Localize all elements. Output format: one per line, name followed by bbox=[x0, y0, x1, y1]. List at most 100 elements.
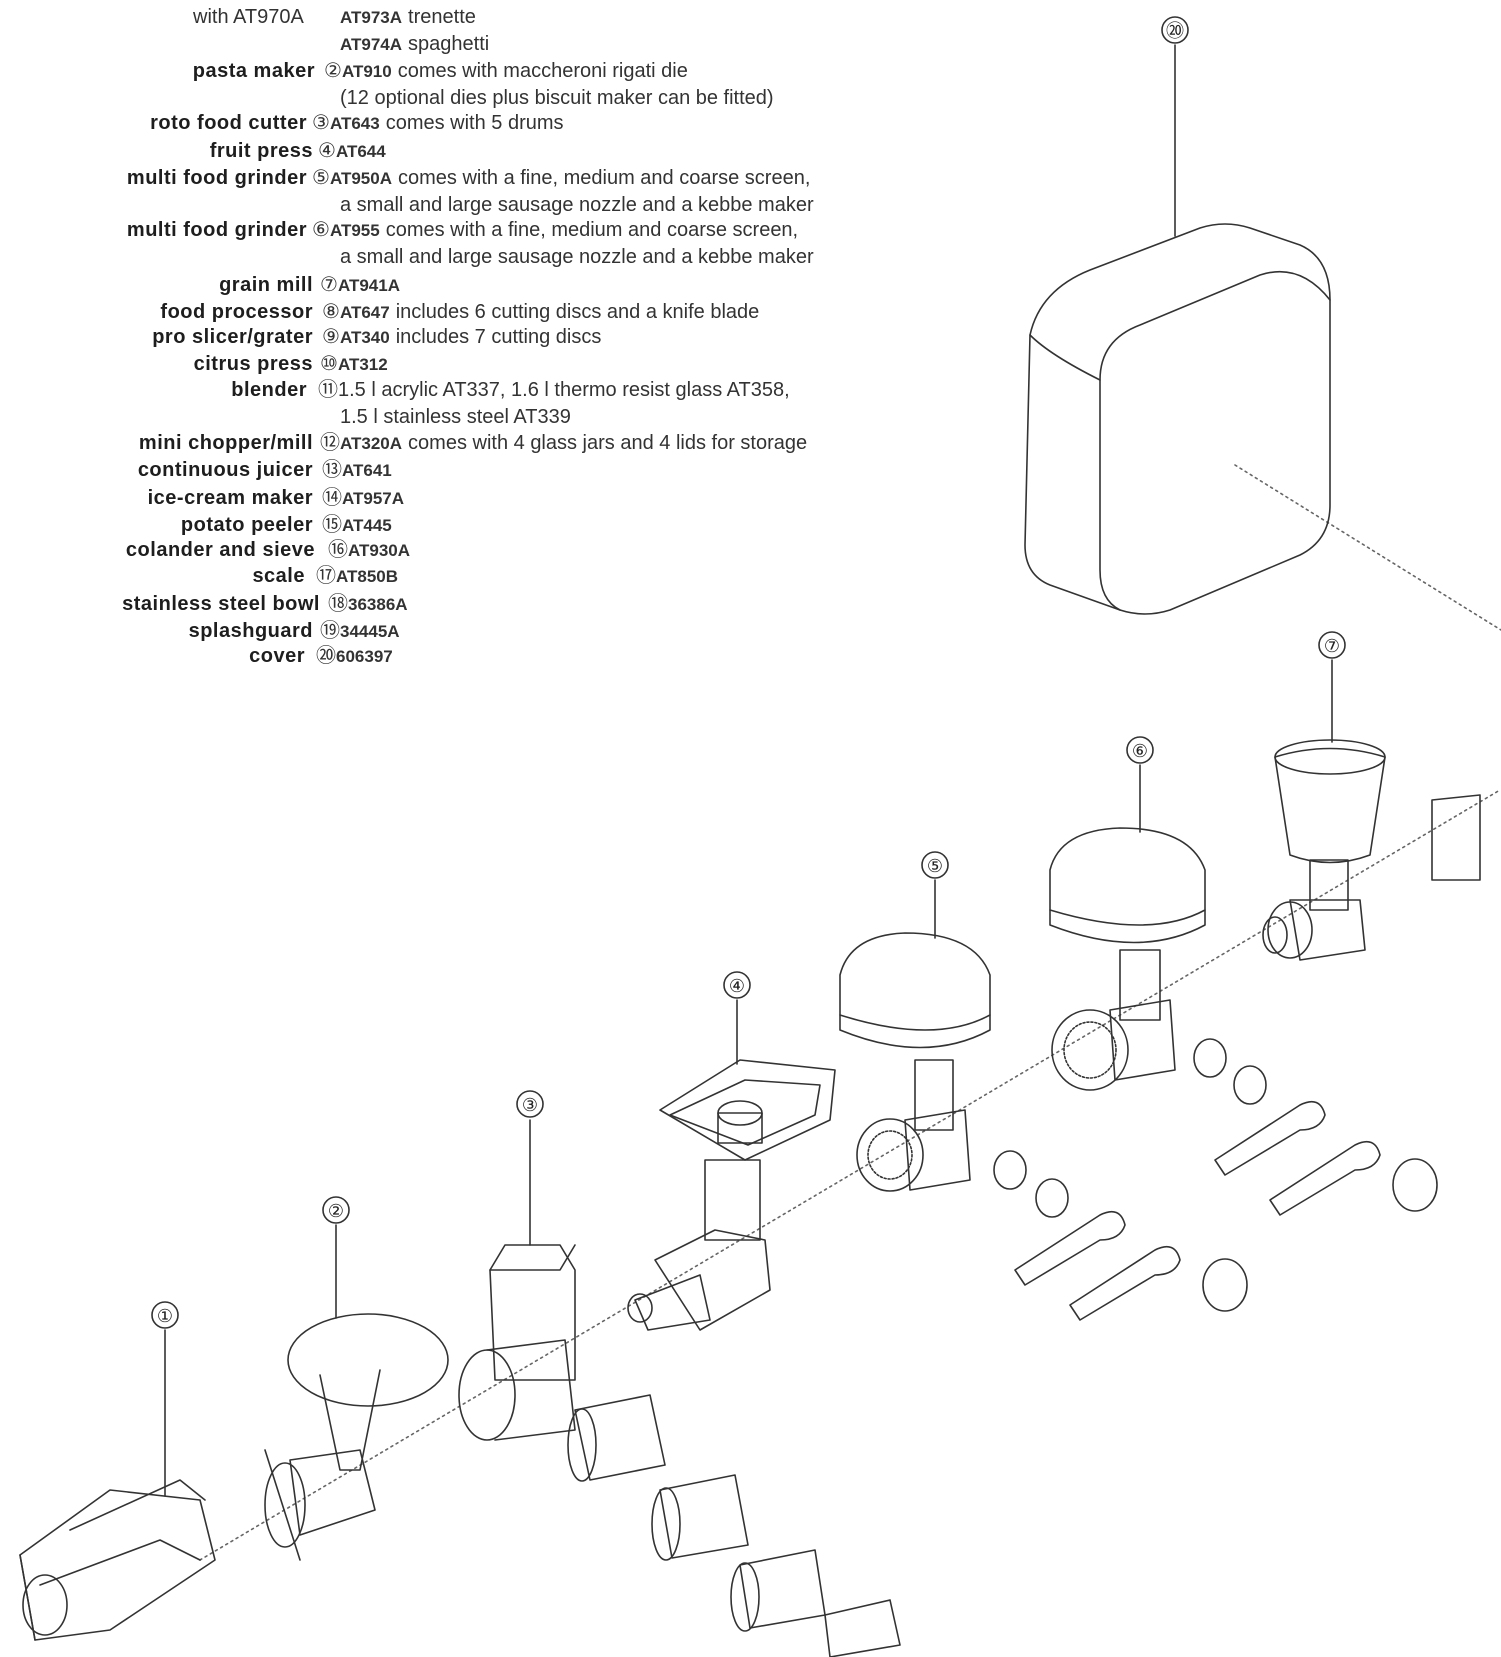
callout-label-1: ① bbox=[157, 1306, 173, 1326]
legend-row-blender-detail: ⑪1.5 l acrylic AT337, 1.6 l thermo resis… bbox=[318, 377, 790, 403]
cover-shape bbox=[1024, 223, 1331, 615]
grinder-6-shape bbox=[1049, 827, 1206, 1091]
num: ⑨ bbox=[322, 326, 340, 348]
legend-row-ice-cream-detail: ⑭AT957A bbox=[322, 485, 410, 512]
callout-circle-7 bbox=[1318, 631, 1346, 659]
code: AT320A bbox=[340, 434, 403, 453]
num: ② bbox=[324, 60, 342, 82]
name: colander and sieve bbox=[125, 539, 315, 561]
legend-row-colander: colander and sieve bbox=[0, 537, 315, 563]
code: AT930A bbox=[348, 541, 411, 560]
code: AT950A bbox=[329, 169, 392, 188]
legend-row-cover: cover bbox=[0, 643, 305, 669]
name: food processor bbox=[160, 301, 313, 323]
callout-circle-4 bbox=[723, 971, 751, 999]
callout-circle-20 bbox=[1161, 16, 1189, 44]
grinder-6-accessories bbox=[1193, 1038, 1438, 1216]
callout-label-7: ⑦ bbox=[1324, 636, 1340, 656]
code: AT973A bbox=[340, 8, 403, 27]
code: AT312 bbox=[337, 355, 388, 374]
legend-row-fruit-press: fruit press bbox=[0, 138, 313, 164]
assembly-axis-line bbox=[199, 789, 1501, 1561]
name: citrus press bbox=[193, 353, 313, 375]
name: scale bbox=[252, 565, 305, 587]
legend-row-ice-cream: ice-cream maker bbox=[0, 485, 313, 511]
legend-row-mini-chopper: mini chopper/mill bbox=[0, 430, 313, 456]
legend-row-trenette: AT973A trenette bbox=[340, 4, 476, 31]
cover-axis-line bbox=[1234, 464, 1501, 631]
legend-row-citrus-press-detail: ⑩AT312 bbox=[320, 351, 394, 378]
legend-row-grinder-6-note: a small and large sausage nozzle and a k… bbox=[340, 246, 814, 268]
grain-mill-shape bbox=[1262, 739, 1481, 961]
code: AT850B bbox=[336, 567, 399, 586]
legend-row-pro-slicer: pro slicer/grater bbox=[0, 324, 313, 350]
code: AT941A bbox=[337, 276, 400, 295]
name: mini chopper/mill bbox=[138, 432, 313, 454]
legend-row-grinder-5-detail: ⑤AT950A comes with a fine, medium and coa… bbox=[312, 165, 810, 192]
legend-row-steel-bowl-detail: ⑱36386A bbox=[328, 591, 414, 618]
num: ⑲ bbox=[320, 620, 340, 642]
roto-cutter-shape bbox=[458, 1244, 576, 1441]
legend-row-scale-detail: ⑰AT850B bbox=[316, 563, 404, 590]
name: potato peeler bbox=[180, 514, 313, 536]
name: splashguard bbox=[188, 620, 313, 642]
legend-row-continuous-juicer: continuous juicer bbox=[0, 457, 313, 483]
name: continuous juicer bbox=[137, 459, 313, 481]
legend-row-pasta-maker: pasta maker bbox=[0, 58, 315, 84]
legend-row-mini-chopper-detail: ⑫AT320A comes with 4 glass jars and 4 lid… bbox=[320, 430, 807, 457]
name: pro slicer/grater bbox=[152, 326, 313, 348]
num: ⑦ bbox=[320, 274, 338, 296]
num: ⑳ bbox=[316, 645, 336, 667]
grinder-5-accessories bbox=[993, 1150, 1248, 1321]
callout-label-6: ⑥ bbox=[1132, 741, 1148, 761]
name: multi food grinder bbox=[126, 219, 307, 241]
callout-circle-2 bbox=[322, 1196, 350, 1224]
legend-row-grinder-5: multi food grinder bbox=[0, 165, 307, 191]
num: ⑩ bbox=[320, 353, 338, 375]
desc: trenette bbox=[408, 6, 476, 28]
code: 606397 bbox=[336, 647, 393, 666]
callout-circle-3 bbox=[516, 1090, 544, 1118]
num: ⑧ bbox=[322, 301, 340, 323]
legend-row-splashguard: splashguard bbox=[0, 618, 313, 644]
callout-label-5: ⑤ bbox=[927, 856, 943, 876]
callout-label-2: ② bbox=[328, 1201, 344, 1221]
code: AT643 bbox=[329, 114, 380, 133]
code: AT955 bbox=[329, 221, 380, 240]
num: ⑮ bbox=[322, 514, 342, 536]
grinder-5-shape bbox=[839, 932, 991, 1192]
legend-row-steel-bowl: stainless steel bowl bbox=[0, 591, 320, 617]
code: AT641 bbox=[342, 461, 392, 480]
roto-drums bbox=[567, 1394, 901, 1657]
num: ⑤ bbox=[312, 167, 330, 189]
desc: comes with a fine, medium and coarse scr… bbox=[397, 167, 811, 189]
callout-circle-5 bbox=[921, 851, 949, 879]
num: ⑬ bbox=[322, 459, 342, 481]
legend-row-potato-peeler-detail: ⑮AT445 bbox=[322, 512, 398, 539]
code: AT974A bbox=[340, 35, 403, 54]
num: ⑫ bbox=[320, 432, 340, 454]
legend-row-pasta-maker-note: (12 optional dies plus biscuit maker can… bbox=[340, 87, 774, 109]
legend-row-continuous-juicer-detail: ⑬AT641 bbox=[322, 457, 398, 484]
legend-row-food-processor: food processor bbox=[0, 299, 313, 325]
callout-label-20: ⑳ bbox=[1166, 21, 1184, 41]
code: AT957A bbox=[342, 489, 405, 508]
name: cover bbox=[249, 645, 305, 667]
callout-circle-1 bbox=[151, 1301, 179, 1329]
legend-top-fragment: with AT970A bbox=[193, 6, 304, 28]
callout-label-3: ③ bbox=[522, 1095, 538, 1115]
name: pasta maker bbox=[192, 60, 315, 82]
num: ③ bbox=[312, 112, 330, 134]
legend-row-roto: roto food cutter bbox=[0, 110, 307, 136]
legend-row-colander-detail: ⑯AT930A bbox=[328, 537, 416, 564]
pasta-maker-shape bbox=[264, 1313, 449, 1561]
legend-row-grinder-5-note: a small and large sausage nozzle and a k… bbox=[340, 194, 814, 216]
num: ⑥ bbox=[312, 219, 330, 241]
desc: comes with 4 glass jars and 4 lids for s… bbox=[408, 432, 808, 454]
code: AT910 bbox=[341, 62, 392, 81]
name: blender bbox=[231, 379, 307, 401]
